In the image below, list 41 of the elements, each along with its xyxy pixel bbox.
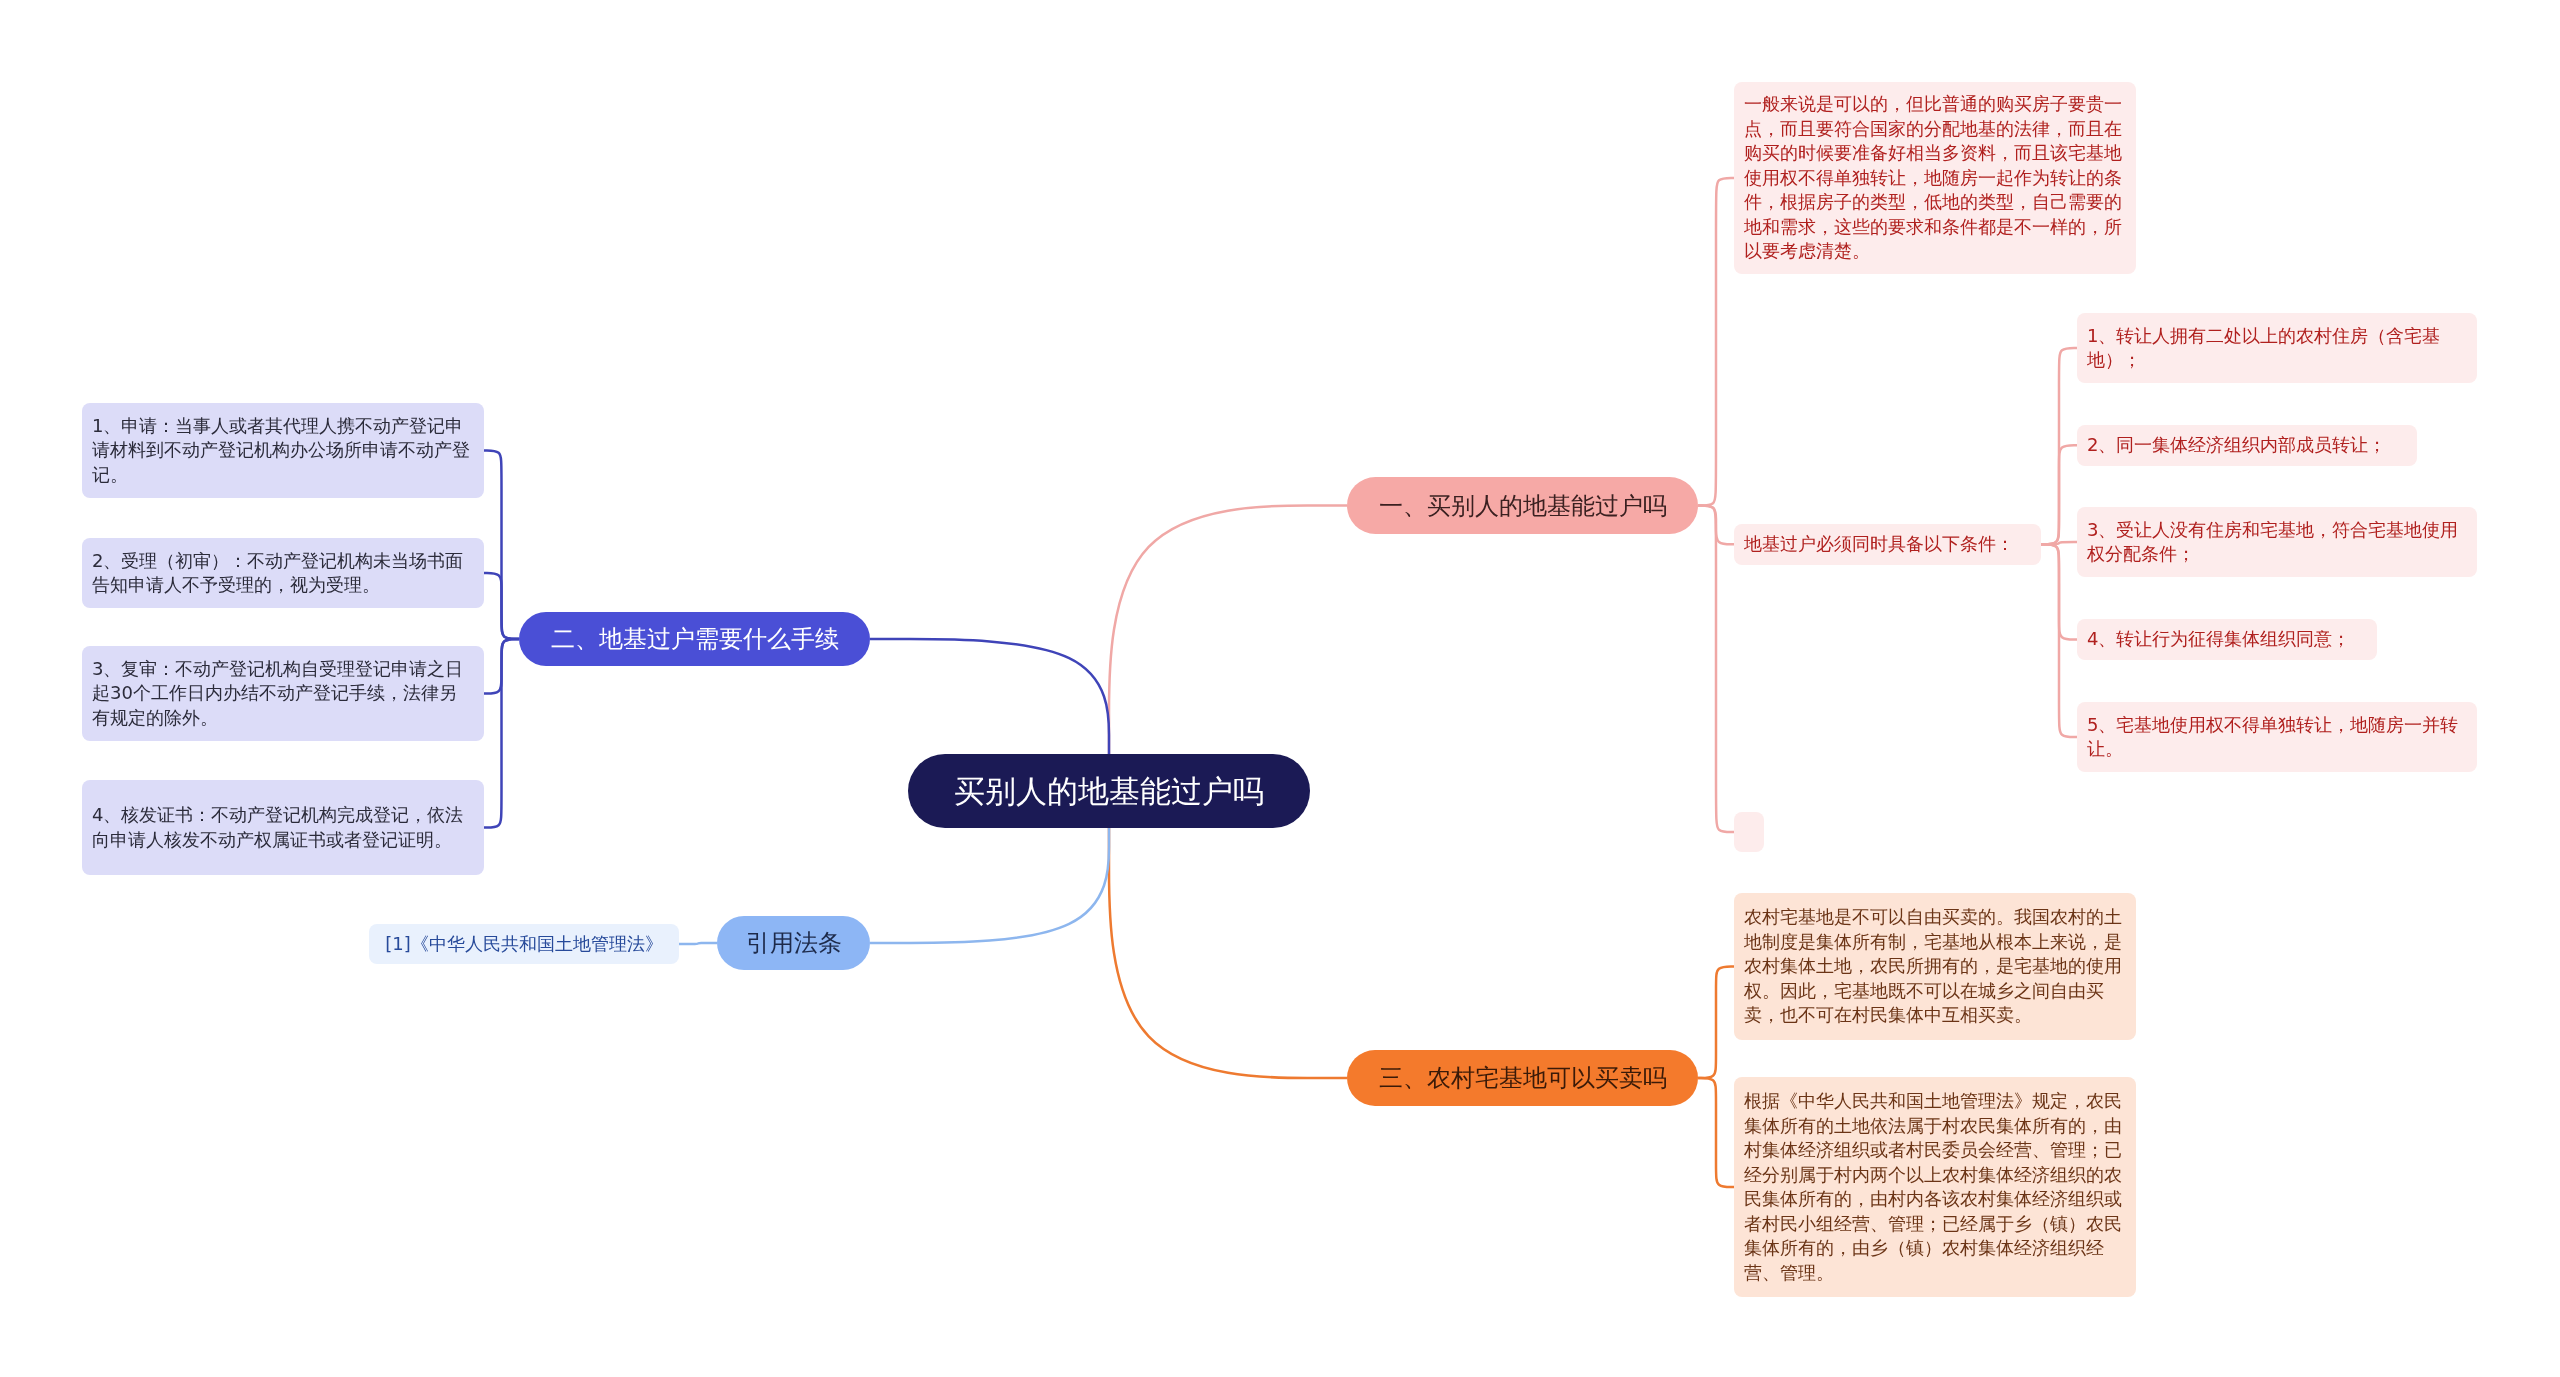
branch-topic xyxy=(519,612,870,666)
subtopic-box xyxy=(2077,507,2477,577)
subtopic-box xyxy=(82,646,484,741)
subtopic-text: 地基过户必须同时具备以下条件： xyxy=(1744,532,2014,556)
branch-topic xyxy=(717,916,870,970)
subtopic-box xyxy=(2077,702,2477,772)
subtopic-box xyxy=(1734,893,2136,1040)
subtopic-box xyxy=(2077,619,2377,660)
branch-topic xyxy=(1347,1050,1698,1106)
subtopic-box xyxy=(82,780,484,875)
subtopic-box xyxy=(82,538,484,608)
topic-text: 买别人的地基能过户吗 xyxy=(954,772,1264,811)
subtopic-text: 一般来说是可以的，但比普通的购买房子要贵一点，而且要符合国家的分配地基的法律，而且在购买的时候要准备好相当多资料，而且该宅基地使用权不得单独转让，地随房一起作为转让的条件，根据房子的类型，低地的类型，自己需要的地和需求，这些的要求和条件都是不一样的，所以要考虑清楚。 xyxy=(1744,92,2123,264)
subtopic-box xyxy=(1734,524,2041,565)
subtopic-text: 2、同一集体经济组织内部成员转让； xyxy=(2087,433,2387,457)
subtopic-text: 农村宅基地是不可以自由买卖的。我国农村的土地制度是集体所有制，宅基地从根本上来说，是农村集体土地，农民所拥有的，是宅基地的使用权。因此，宅基地既不可以在城乡之间自由买卖，也不可在村民集体中互相买卖。 xyxy=(1744,905,2123,1028)
subtopic-text: 3、受让人没有住房和宅基地，符合宅基地使用权分配条件； xyxy=(2087,517,2460,566)
reference-text: [1]《中华人民共和国土地管理法》 xyxy=(385,931,663,956)
subtopic-box xyxy=(1734,82,2136,274)
subtopic-box xyxy=(82,403,484,498)
subtopic-text: 1、申请：当事人或者其代理人携不动产登记申请材料到不动产登记机构办公场所申请不动产登记。 xyxy=(92,413,471,487)
subtopic-text: 3、复审：不动产登记机构自受理登记申请之日起30个工作日内办结不动产登记手续，法律另有规定的除外。 xyxy=(92,656,465,730)
subtopic-box xyxy=(1734,1077,2136,1297)
topic-text: 一、买别人的地基能过户吗 xyxy=(1378,490,1667,522)
empty-box xyxy=(1734,812,1764,852)
subtopic-text: 2、受理（初审）：不动产登记机构未当场书面告知申请人不予受理的，视为受理。 xyxy=(92,548,465,597)
topic-text: 三、农村宅基地可以买卖吗 xyxy=(1378,1063,1667,1094)
topic-text: 引用法条 xyxy=(745,928,842,959)
connector-line xyxy=(870,637,1111,754)
subtopic-box xyxy=(2077,313,2477,383)
connector-line xyxy=(870,828,1111,945)
subtopic-text: 4、核发证书：不动产登记机构完成登记，依法向申请人核发不动产权属证书或者登记证明。 xyxy=(92,803,465,852)
subtopic-text: 1、转让人拥有二处以上的农村住房（含宅基地）； xyxy=(2087,323,2442,372)
topic-text: 二、地基过户需要什么手续 xyxy=(550,624,839,655)
subtopic-text: 5、宅基地使用权不得单独转让，地随房一并转让。 xyxy=(2087,712,2460,761)
subtopic-text: 4、转让行为征得集体组织同意； xyxy=(2087,627,2351,652)
subtopic-box xyxy=(2077,425,2417,466)
subtopic-text: 根据《中华人民共和国土地管理法》规定，农民集体所有的土地依法属于村农民集体所有的，由村集体经济组织或者村民委员会经营、管理；已经分别属于村内两个以上农村集体经济组织的农民集体所有的，由村内各该农村集体经济组织或者村民小组经营、管理；已经属于乡（镇）农民集体所有的，由乡（镇）农村集体经济组织经营、管理。 xyxy=(1744,1089,2123,1285)
branch-topic xyxy=(1347,477,1698,534)
subtopic-box xyxy=(369,924,679,964)
connector-line xyxy=(679,941,717,946)
